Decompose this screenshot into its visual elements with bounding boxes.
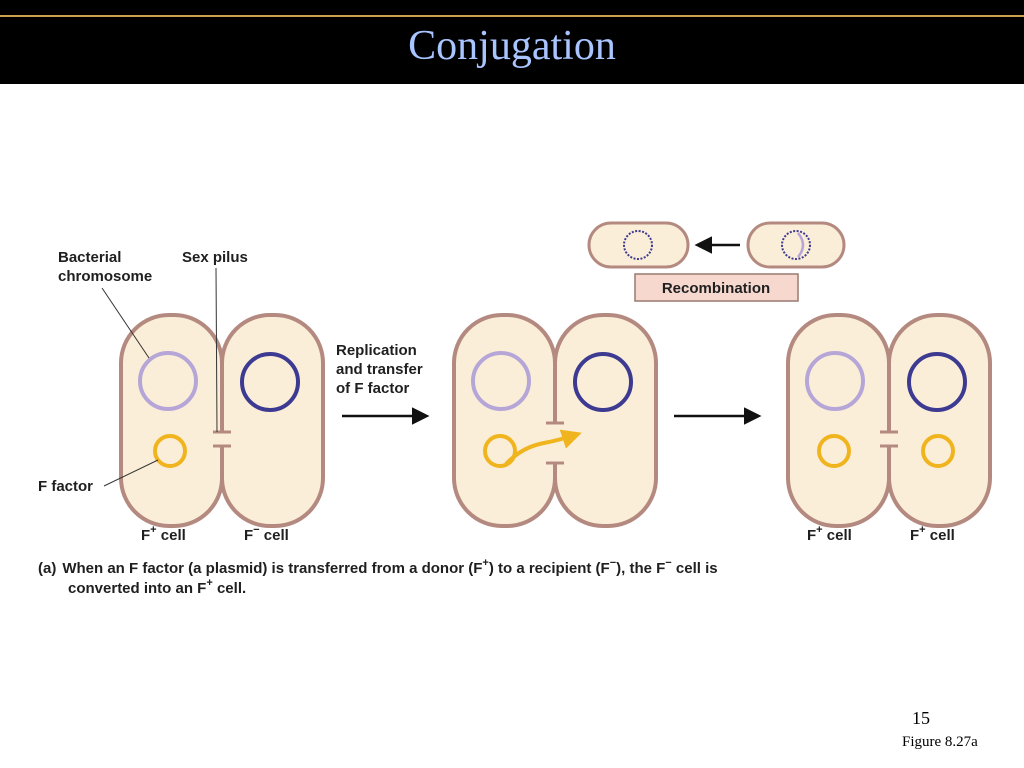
callouts: Bacterial chromosome Sex pilus F factor xyxy=(38,249,248,495)
bacterial-chromosome-label-line2: chromosome xyxy=(58,268,152,285)
recipient-cell-f-minus xyxy=(220,313,325,528)
title-rule xyxy=(0,15,1024,17)
recipient-chromosome xyxy=(240,352,300,412)
figure-caption: (a)When an F factor (a plasmid) is trans… xyxy=(38,557,718,597)
recombination-label-box xyxy=(634,273,799,302)
recipient-cell-label: F− cell xyxy=(244,524,289,544)
recombined-chromosome xyxy=(623,230,653,260)
donor-cell-label: F+ cell xyxy=(141,524,186,544)
f-factor-plasmid xyxy=(153,434,187,468)
donor-chromosome xyxy=(138,351,198,411)
cell-bridge-cover xyxy=(546,423,564,463)
replication-label-line2: and transfer xyxy=(336,361,423,378)
f-factor-transfer-strand xyxy=(504,429,582,466)
recombined-cell xyxy=(587,221,690,269)
sex-pilus-leader-line xyxy=(215,267,218,433)
cell-pair-transfer xyxy=(452,313,658,528)
slide-title: Conjugation xyxy=(408,23,616,69)
cell-labels-before: F+ cell F− cell xyxy=(141,524,289,544)
f-factor-recipient-after xyxy=(921,434,955,468)
converted-cell-label: F+ cell xyxy=(910,524,955,544)
cell-pair-after xyxy=(786,313,992,528)
figure-reference: Figure 8.27a xyxy=(902,734,978,750)
f-factor-leader-line xyxy=(103,459,159,487)
replication-label-line3: of F factor xyxy=(336,380,409,397)
cell-pair-before xyxy=(119,313,325,528)
step-arrow-replication: Replication and transfer of F factor xyxy=(336,342,430,425)
f-factor-donor-after xyxy=(817,434,851,468)
recipient-cell-transfer xyxy=(553,313,658,528)
caption-line2: converted into an F+ cell. xyxy=(68,577,246,597)
replication-label-line1: Replication xyxy=(336,342,417,359)
converted-recipient-cell xyxy=(887,313,992,528)
original-donor-cell xyxy=(786,313,891,528)
integrating-fragment xyxy=(797,232,805,258)
donor-cell-f-plus xyxy=(119,313,224,528)
chromosome-leader-line xyxy=(101,287,150,359)
recombination-inset: Recombination xyxy=(587,221,846,302)
sex-pilus-label: Sex pilus xyxy=(182,249,248,266)
cell-gap-cover-after xyxy=(880,432,898,446)
bacterial-chromosome-label-line1: Bacterial xyxy=(58,249,121,266)
cell-gap-cover xyxy=(213,432,231,446)
recipient-chromosome-transfer xyxy=(573,352,633,412)
cell-labels-after: F+ cell F+ cell xyxy=(807,524,955,544)
integrating-cell xyxy=(746,221,846,269)
donor-cell-transfer xyxy=(452,313,557,528)
caption-line1: (a)When an F factor (a plasmid) is trans… xyxy=(38,557,718,577)
f-factor-label: F factor xyxy=(38,478,93,495)
f-factor-replicating xyxy=(483,434,517,468)
original-donor-cell-label: F+ cell xyxy=(807,524,852,544)
integrating-chromosome xyxy=(781,230,811,260)
donor-chromosome-transfer xyxy=(471,351,531,411)
title-bar: Conjugation xyxy=(0,0,1024,84)
recipient-chromosome-after xyxy=(907,352,967,412)
donor-chromosome-after xyxy=(805,351,865,411)
slide-number: 15 xyxy=(912,708,930,728)
recombination-label: Recombination xyxy=(662,280,770,297)
